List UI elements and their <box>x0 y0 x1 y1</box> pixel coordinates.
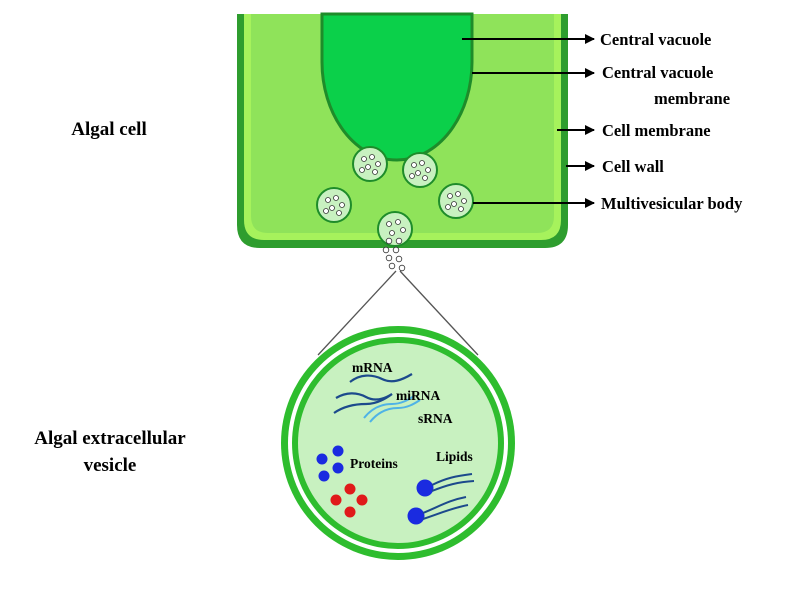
label-algal-ev-2: vesicle <box>84 455 137 476</box>
lipids-label: Lipids <box>436 449 473 464</box>
label-algal-ev-1: Algal extracellular <box>34 428 186 449</box>
multivesicular-body-fusing <box>377 211 413 247</box>
label-cell-wall: Cell wall <box>602 157 664 176</box>
central-vacuole <box>320 12 474 162</box>
label-algal-cell: Algal cell <box>71 119 146 140</box>
proteins-red <box>330 483 368 518</box>
lipid <box>416 473 475 497</box>
lipid <box>407 496 469 525</box>
srna-strand <box>369 399 421 423</box>
mrna-strand <box>349 373 413 383</box>
extracellular-vesicle: mRNA miRNA sRNA Proteins Lipids <box>281 326 515 560</box>
label-central-vacuole-membrane-2: membrane <box>654 89 730 108</box>
multivesicular-body <box>438 183 474 219</box>
mirna-strand <box>333 393 393 414</box>
multivesicular-body <box>352 146 388 182</box>
mirna-label: miRNA <box>396 388 440 403</box>
mrna-label: mRNA <box>352 360 393 375</box>
label-central-vacuole: Central vacuole <box>600 30 711 49</box>
label-cell-membrane: Cell membrane <box>602 121 711 140</box>
multivesicular-body <box>316 187 352 223</box>
algal-cell <box>237 12 568 272</box>
released-vesicles <box>382 237 406 272</box>
callout-arrows <box>462 34 595 208</box>
multivesicular-body <box>402 152 438 188</box>
srna-label: sRNA <box>418 411 453 426</box>
zoom-lines <box>317 270 479 356</box>
label-multivesicular-body: Multivesicular body <box>601 194 743 213</box>
srna-strand <box>363 395 415 419</box>
proteins-label: Proteins <box>350 456 398 471</box>
proteins-blue <box>316 445 344 482</box>
label-central-vacuole-membrane-1: Central vacuole <box>602 63 713 82</box>
